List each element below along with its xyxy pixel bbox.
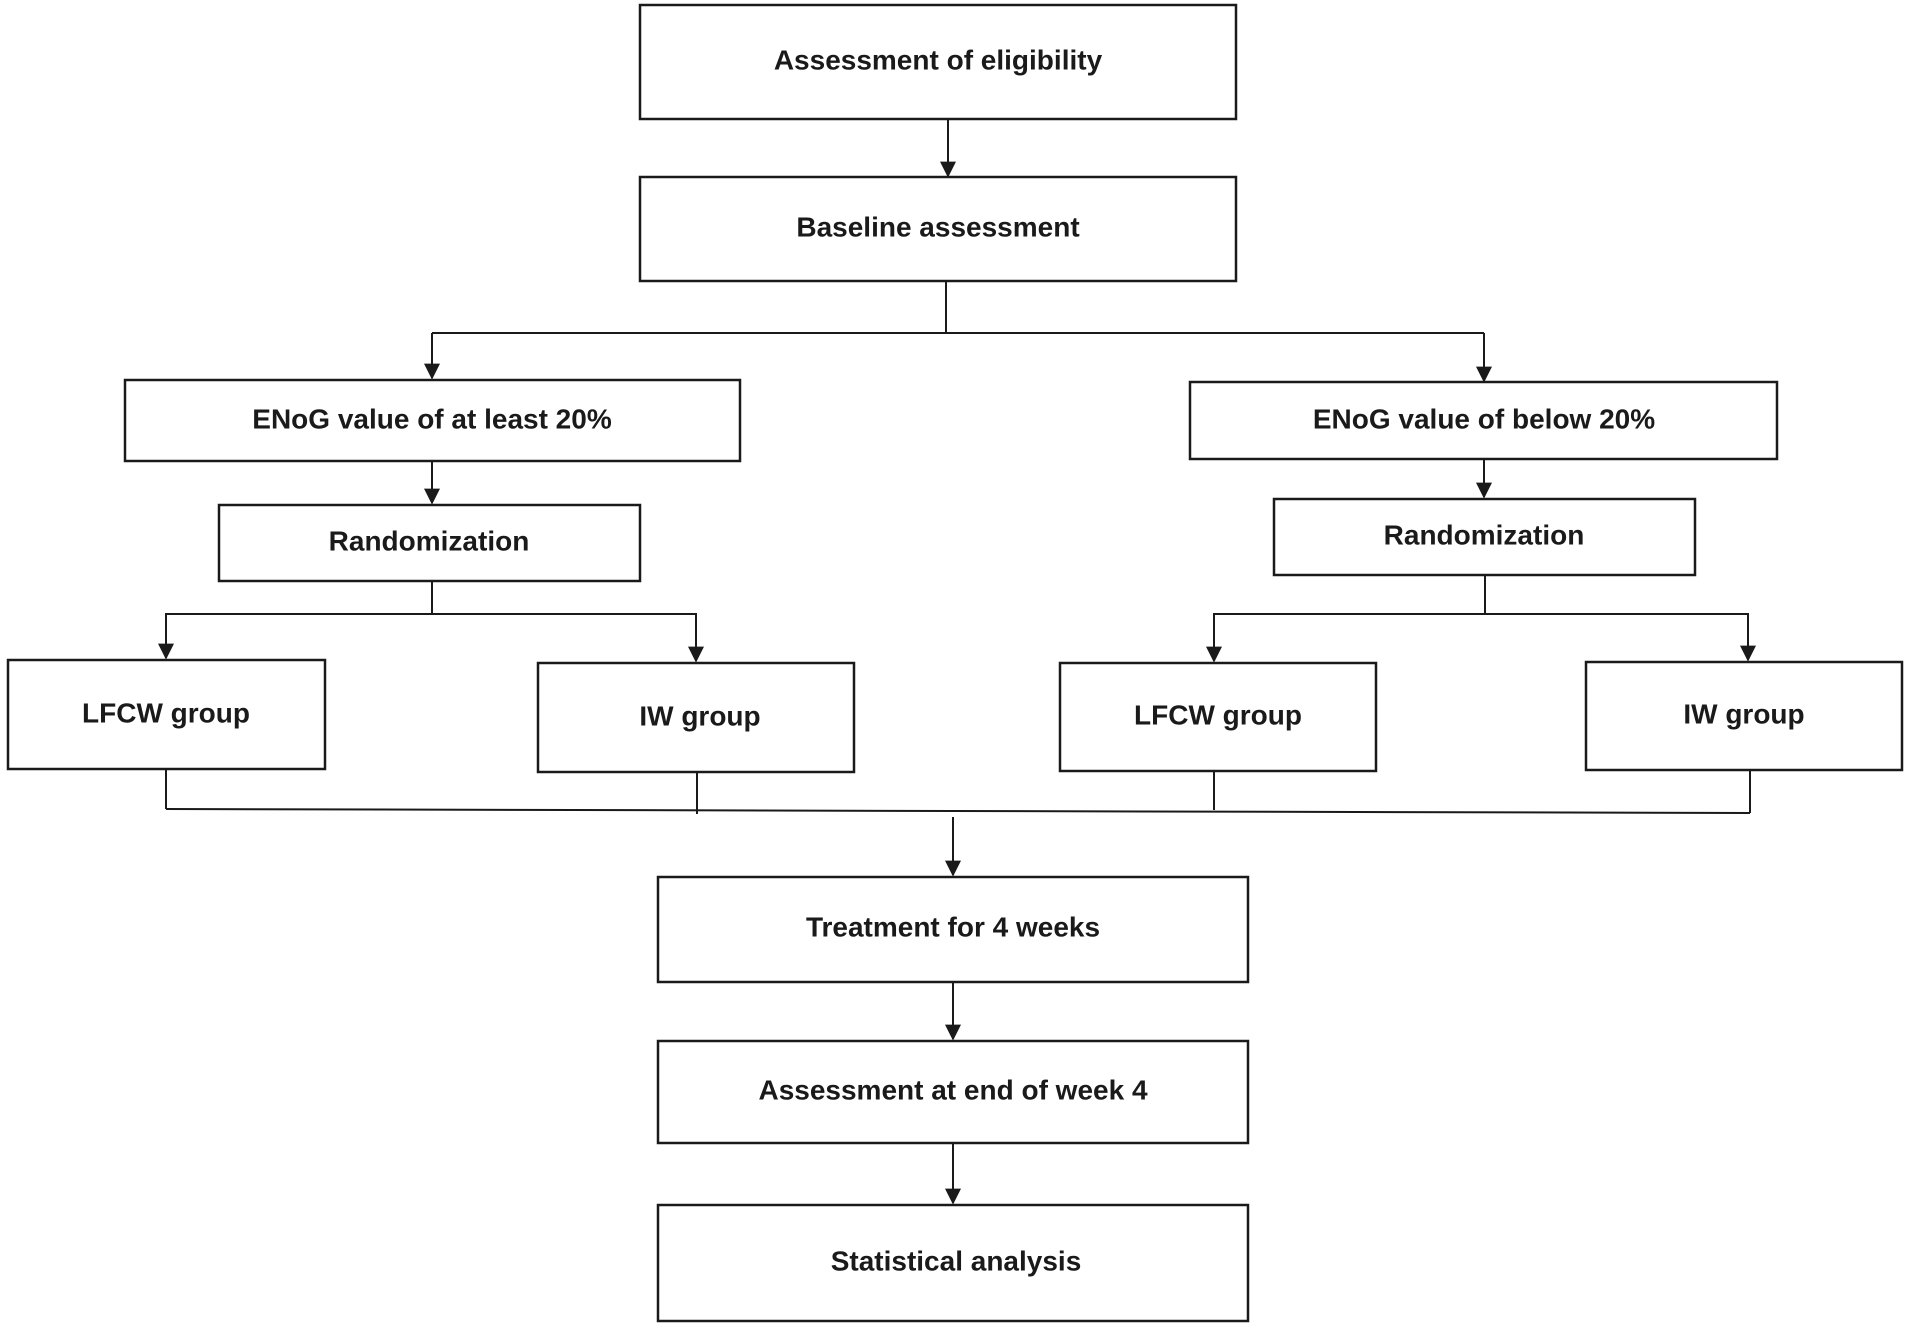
node-statistics-label: Statistical analysis — [831, 1245, 1082, 1276]
node-enog-high: ENoG value of at least 20% — [123, 378, 742, 463]
node-iw-right-label: IW group — [1683, 698, 1804, 729]
node-enog-high-label: ENoG value of at least 20% — [252, 403, 612, 434]
connector-baseline-split — [424, 281, 1492, 383]
node-statistics: Statistical analysis — [656, 1203, 1250, 1323]
node-lfcw-left: LFCW group — [6, 658, 327, 771]
node-iw-right: IW group — [1584, 660, 1904, 772]
node-lfcw-right-label: LFCW group — [1134, 699, 1302, 730]
node-assessment-end-label: Assessment at end of week 4 — [758, 1074, 1147, 1105]
node-treatment-label: Treatment for 4 weeks — [806, 911, 1100, 942]
node-baseline-label: Baseline assessment — [796, 211, 1079, 242]
node-randomization-right-label: Randomization — [1384, 519, 1585, 550]
node-iw-left: IW group — [536, 661, 856, 774]
connector-groups-merge — [165, 769, 1751, 877]
node-baseline: Baseline assessment — [638, 175, 1238, 283]
node-randomization-left: Randomization — [217, 503, 642, 583]
node-eligibility: Assessment of eligibility — [638, 3, 1238, 121]
node-eligibility-label: Assessment of eligibility — [774, 44, 1103, 75]
connector-rand-left-split — [158, 581, 704, 663]
node-treatment: Treatment for 4 weeks — [656, 875, 1250, 984]
node-randomization-right: Randomization — [1272, 497, 1697, 577]
connector-rand-right-split — [1206, 575, 1756, 663]
node-enog-low: ENoG value of below 20% — [1188, 380, 1779, 461]
node-lfcw-left-label: LFCW group — [82, 697, 250, 728]
node-iw-left-label: IW group — [639, 700, 760, 731]
node-lfcw-right: LFCW group — [1058, 661, 1378, 773]
node-assessment-end: Assessment at end of week 4 — [656, 1039, 1250, 1145]
node-enog-low-label: ENoG value of below 20% — [1313, 403, 1655, 434]
node-randomization-left-label: Randomization — [329, 525, 530, 556]
